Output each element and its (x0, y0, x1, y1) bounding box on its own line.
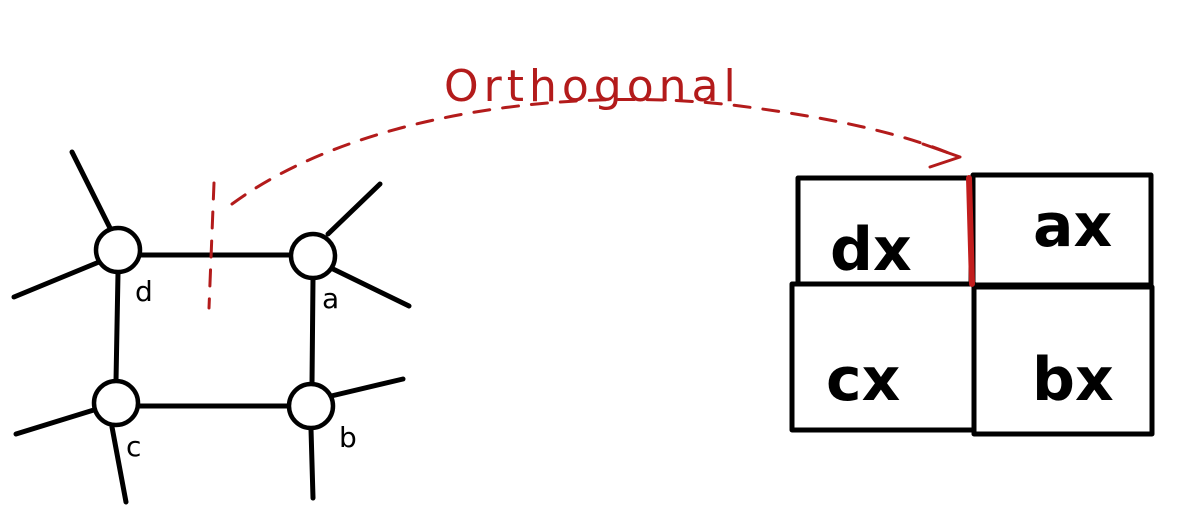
internal-bonds (113, 252, 316, 409)
block-label-c: cx (826, 345, 900, 415)
node-label-b: b (339, 421, 357, 454)
block-label-d: dx (830, 215, 912, 285)
orthogonal-seam (966, 175, 975, 287)
orthogonal-label: Orthogonal (444, 61, 741, 112)
block-cell-b (971, 284, 1155, 437)
leg-a-upright (325, 181, 383, 237)
arrow-head (921, 142, 962, 169)
block-label-a: ax (1033, 191, 1112, 261)
node-c (91, 378, 141, 428)
block-matrix: dx ax cx bx (789, 172, 1155, 437)
tensor-network: d a c b (11, 149, 412, 505)
block-label-b: bx (1032, 345, 1114, 415)
node-label-d: d (135, 275, 153, 308)
leg-b-down (308, 426, 316, 501)
node-a (288, 231, 338, 281)
bond-d-c (113, 270, 121, 384)
orthogonal-annotation: Orthogonal (207, 61, 962, 310)
leg-a-right (328, 265, 412, 309)
leg-d-left (11, 259, 102, 300)
node-b (286, 381, 336, 431)
leg-c-left (13, 406, 100, 437)
cut-line (207, 181, 216, 310)
leg-c-down (109, 424, 129, 505)
node-label-c: c (126, 430, 141, 463)
leg-d-top (69, 149, 117, 239)
leg-b-right (324, 376, 406, 400)
bond-a-b (309, 275, 316, 387)
node-d (93, 225, 143, 275)
external-legs (11, 149, 412, 505)
dashed-arrow (230, 97, 960, 206)
node-label-a: a (322, 282, 339, 315)
